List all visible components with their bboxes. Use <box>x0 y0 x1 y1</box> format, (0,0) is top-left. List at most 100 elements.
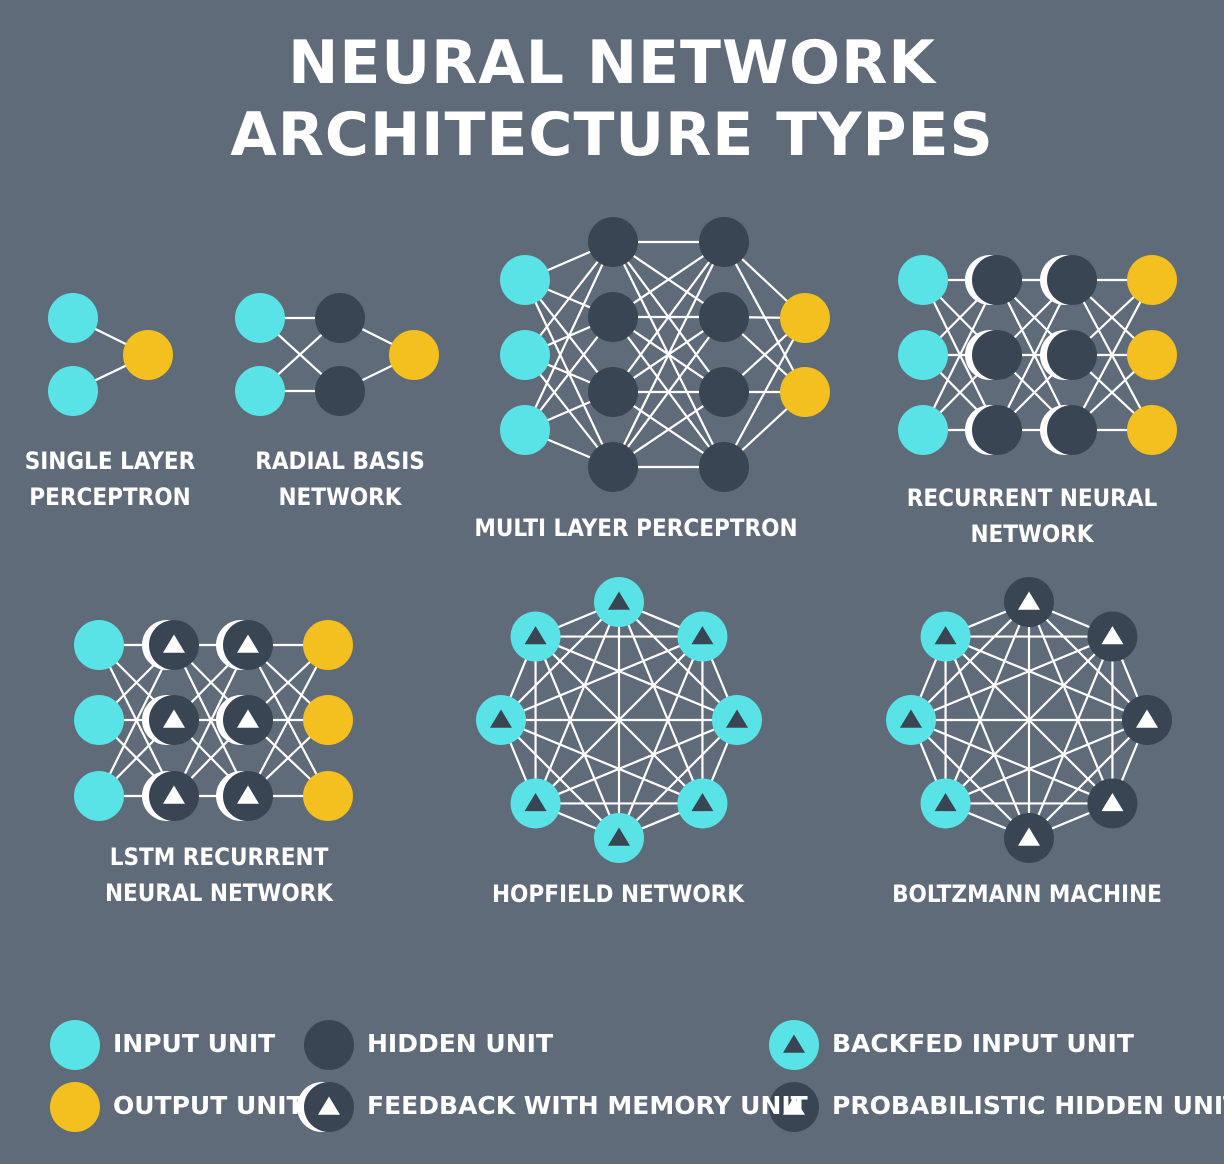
connection <box>612 241 725 468</box>
connection <box>944 635 1114 805</box>
diagram-single-layer-perceptron <box>48 293 173 416</box>
output-unit-node <box>1127 330 1177 380</box>
output-unit-node <box>780 293 830 343</box>
hidden-unit-node <box>304 1020 354 1070</box>
label-line: MULTI LAYER PERCEPTRON <box>474 514 798 542</box>
label-line: BOLTZMANN MACHINE <box>892 880 1162 908</box>
label-boltzmann-machine: BOLTZMANN MACHINE <box>892 876 1162 912</box>
label-lstm-recurrent-neural-network: LSTM RECURRENT NEURAL NETWORK <box>105 839 333 911</box>
hidden-unit-node <box>699 367 749 417</box>
connection <box>612 316 725 468</box>
legend-label-input-unit: INPUT UNIT <box>113 1029 276 1058</box>
label-radial-basis-network: RADIAL BASIS NETWORK <box>255 443 425 515</box>
diagram-lstm-recurrent-neural-network <box>74 620 353 821</box>
connection <box>534 636 621 839</box>
legend-label-probabilistic-hidden-unit: PROBABILISTIC HIDDEN UNIT <box>832 1091 1224 1120</box>
output-unit-node <box>1127 255 1177 305</box>
label-multi-layer-perceptron: MULTI LAYER PERCEPTRON <box>474 510 797 546</box>
output-unit-node <box>303 695 353 745</box>
triangle-icon <box>163 709 185 728</box>
connection <box>922 279 998 431</box>
triangle-icon <box>524 626 547 645</box>
label-line: SINGLE LAYER <box>24 447 196 475</box>
legend <box>50 1020 819 1132</box>
feedback-memory-unit-node <box>972 330 1022 380</box>
feedback-memory-unit-node <box>1047 330 1097 380</box>
connection <box>98 644 175 797</box>
triangle-icon <box>608 827 630 846</box>
triangle-icon <box>163 634 185 653</box>
triangle-icon <box>934 626 957 645</box>
connection <box>173 644 249 797</box>
hidden-unit-node <box>699 442 749 492</box>
input-unit-node <box>500 330 550 380</box>
diagram-hopfield-network <box>476 577 762 863</box>
hidden-unit-node <box>699 217 749 267</box>
input-unit-node <box>48 293 98 343</box>
label-line: NETWORK <box>970 520 1094 548</box>
triangle-icon <box>608 591 630 610</box>
connection <box>910 719 1030 839</box>
page-title-line-2: ARCHITECTURE TYPES <box>230 100 994 170</box>
triangle-icon <box>900 709 922 728</box>
legend-label-output-unit: OUTPUT UNIT <box>113 1091 304 1120</box>
output-unit-node <box>780 367 830 417</box>
hidden-unit-node <box>315 293 365 343</box>
legend-label-backfed-input-unit: BACKFED INPUT UNIT <box>832 1029 1134 1058</box>
input-unit-node <box>74 771 124 821</box>
connection <box>723 317 806 468</box>
output-unit-node <box>303 620 353 670</box>
diagram-multi-layer-perceptron <box>500 217 830 492</box>
feedback-memory-unit-node <box>1047 405 1097 455</box>
input-unit-node <box>235 293 285 343</box>
connection <box>247 644 329 797</box>
label-line: HOPFIELD NETWORK <box>491 880 745 908</box>
triangle-icon <box>490 709 512 728</box>
triangle-icon <box>237 785 259 804</box>
input-unit-node <box>500 255 550 305</box>
legend-label-feedback-memory-unit: FEEDBACK WITH MEMORY UNIT <box>367 1091 808 1120</box>
triangle-icon <box>524 792 547 812</box>
input-unit-node <box>50 1020 100 1070</box>
legend-label-hidden-unit: HIDDEN UNIT <box>367 1029 554 1058</box>
input-unit-node <box>235 366 285 416</box>
label-single-layer-perceptron: SINGLE LAYER PERCEPTRON <box>25 443 196 515</box>
diagram-radial-basis-network <box>235 293 439 416</box>
input-unit-node <box>500 405 550 455</box>
connection <box>944 636 1031 839</box>
label-line: PERCEPTRON <box>29 483 191 511</box>
triangle-icon <box>1018 827 1040 846</box>
label-line: NETWORK <box>278 483 402 511</box>
triangle-icon <box>691 626 714 645</box>
feedback-memory-unit-node <box>972 405 1022 455</box>
connection <box>996 279 1073 431</box>
connection <box>945 635 1148 722</box>
triangle-icon <box>237 634 259 653</box>
feedback-memory-unit-node <box>1047 255 1097 305</box>
page-title-line-1: NEURAL NETWORK <box>288 28 936 98</box>
feedback-memory-unit-node <box>972 255 1022 305</box>
label-hopfield-network: HOPFIELD NETWORK <box>492 876 744 912</box>
connection <box>1071 279 1153 431</box>
output-unit-node <box>303 771 353 821</box>
hidden-unit-node <box>588 442 638 492</box>
output-unit-node <box>389 330 439 380</box>
hidden-unit-node <box>588 217 638 267</box>
triangle-icon <box>1136 709 1158 728</box>
input-unit-node <box>898 255 948 305</box>
triangle-icon <box>237 709 259 728</box>
triangle-icon <box>726 709 748 728</box>
triangle-icon <box>783 1096 805 1115</box>
label-line: NEURAL NETWORK <box>104 879 334 907</box>
hidden-unit-node <box>315 366 365 416</box>
triangle-icon <box>783 1034 805 1053</box>
input-unit-node <box>898 405 948 455</box>
label-line: RADIAL BASIS <box>255 447 425 475</box>
input-unit-node <box>48 366 98 416</box>
triangle-icon <box>691 792 714 812</box>
connection <box>534 635 704 805</box>
connection <box>612 241 725 393</box>
input-unit-node <box>898 330 948 380</box>
triangle-icon <box>934 792 957 812</box>
label-line: RECURRENT NEURAL <box>906 484 1158 512</box>
